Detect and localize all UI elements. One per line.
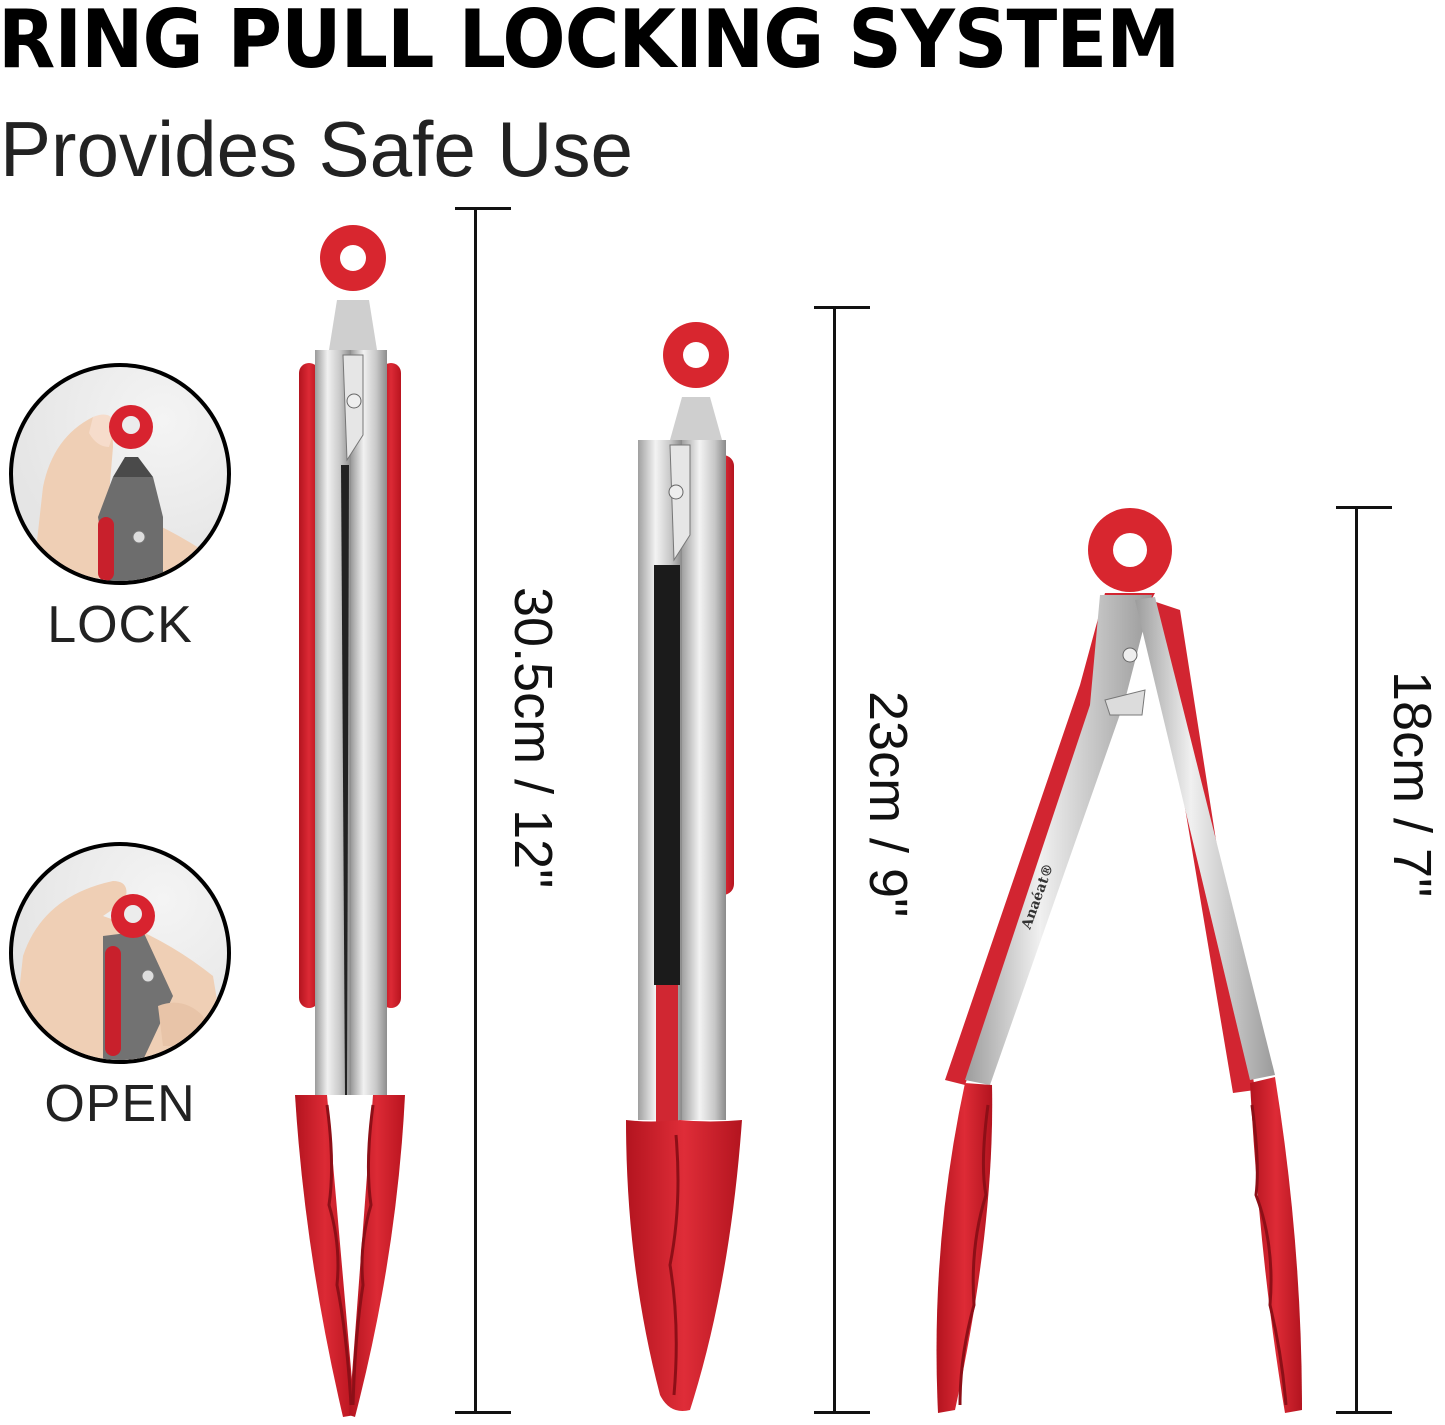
- tong-small-illustration: Anaéat®: [936, 508, 1302, 1413]
- size-label-small: 18cm / 7": [1382, 671, 1442, 898]
- headline-subtitle: Provides Safe Use: [0, 105, 634, 193]
- hand-holding-tong-open-icon: [13, 881, 227, 1060]
- lock-caption: LOCK: [47, 596, 193, 654]
- tong-large-illustration: [295, 225, 405, 1417]
- size-label-large: 30.5cm / 12": [503, 587, 563, 889]
- dimension-cap-bottom: [455, 1411, 511, 1414]
- tong-medium: [610, 305, 750, 1420]
- dimension-cap-top: [1336, 506, 1392, 509]
- lock-inset: LOCK: [9, 363, 231, 654]
- open-caption: OPEN: [44, 1075, 196, 1133]
- hand-holding-tong-locked-icon: [33, 405, 227, 581]
- headline-title: RING PULL LOCKING SYSTEM: [0, 0, 1180, 86]
- dimension-cap-bottom: [814, 1411, 870, 1414]
- dimension-cap-top: [455, 207, 511, 210]
- tong-large: [285, 205, 415, 1425]
- dimension-bar: [1355, 506, 1358, 1414]
- dimension-cap-bottom: [1336, 1411, 1392, 1414]
- dimension-cap-top: [814, 306, 870, 309]
- dimension-bar: [833, 306, 836, 1414]
- dimension-bar: [474, 207, 477, 1414]
- open-inset: OPEN: [9, 842, 231, 1133]
- tong-small: Anaéat®: [930, 505, 1310, 1425]
- open-photo: [9, 842, 231, 1064]
- lock-photo: [9, 363, 231, 585]
- tong-medium-illustration: [626, 322, 742, 1411]
- size-label-medium: 23cm / 9": [858, 691, 918, 918]
